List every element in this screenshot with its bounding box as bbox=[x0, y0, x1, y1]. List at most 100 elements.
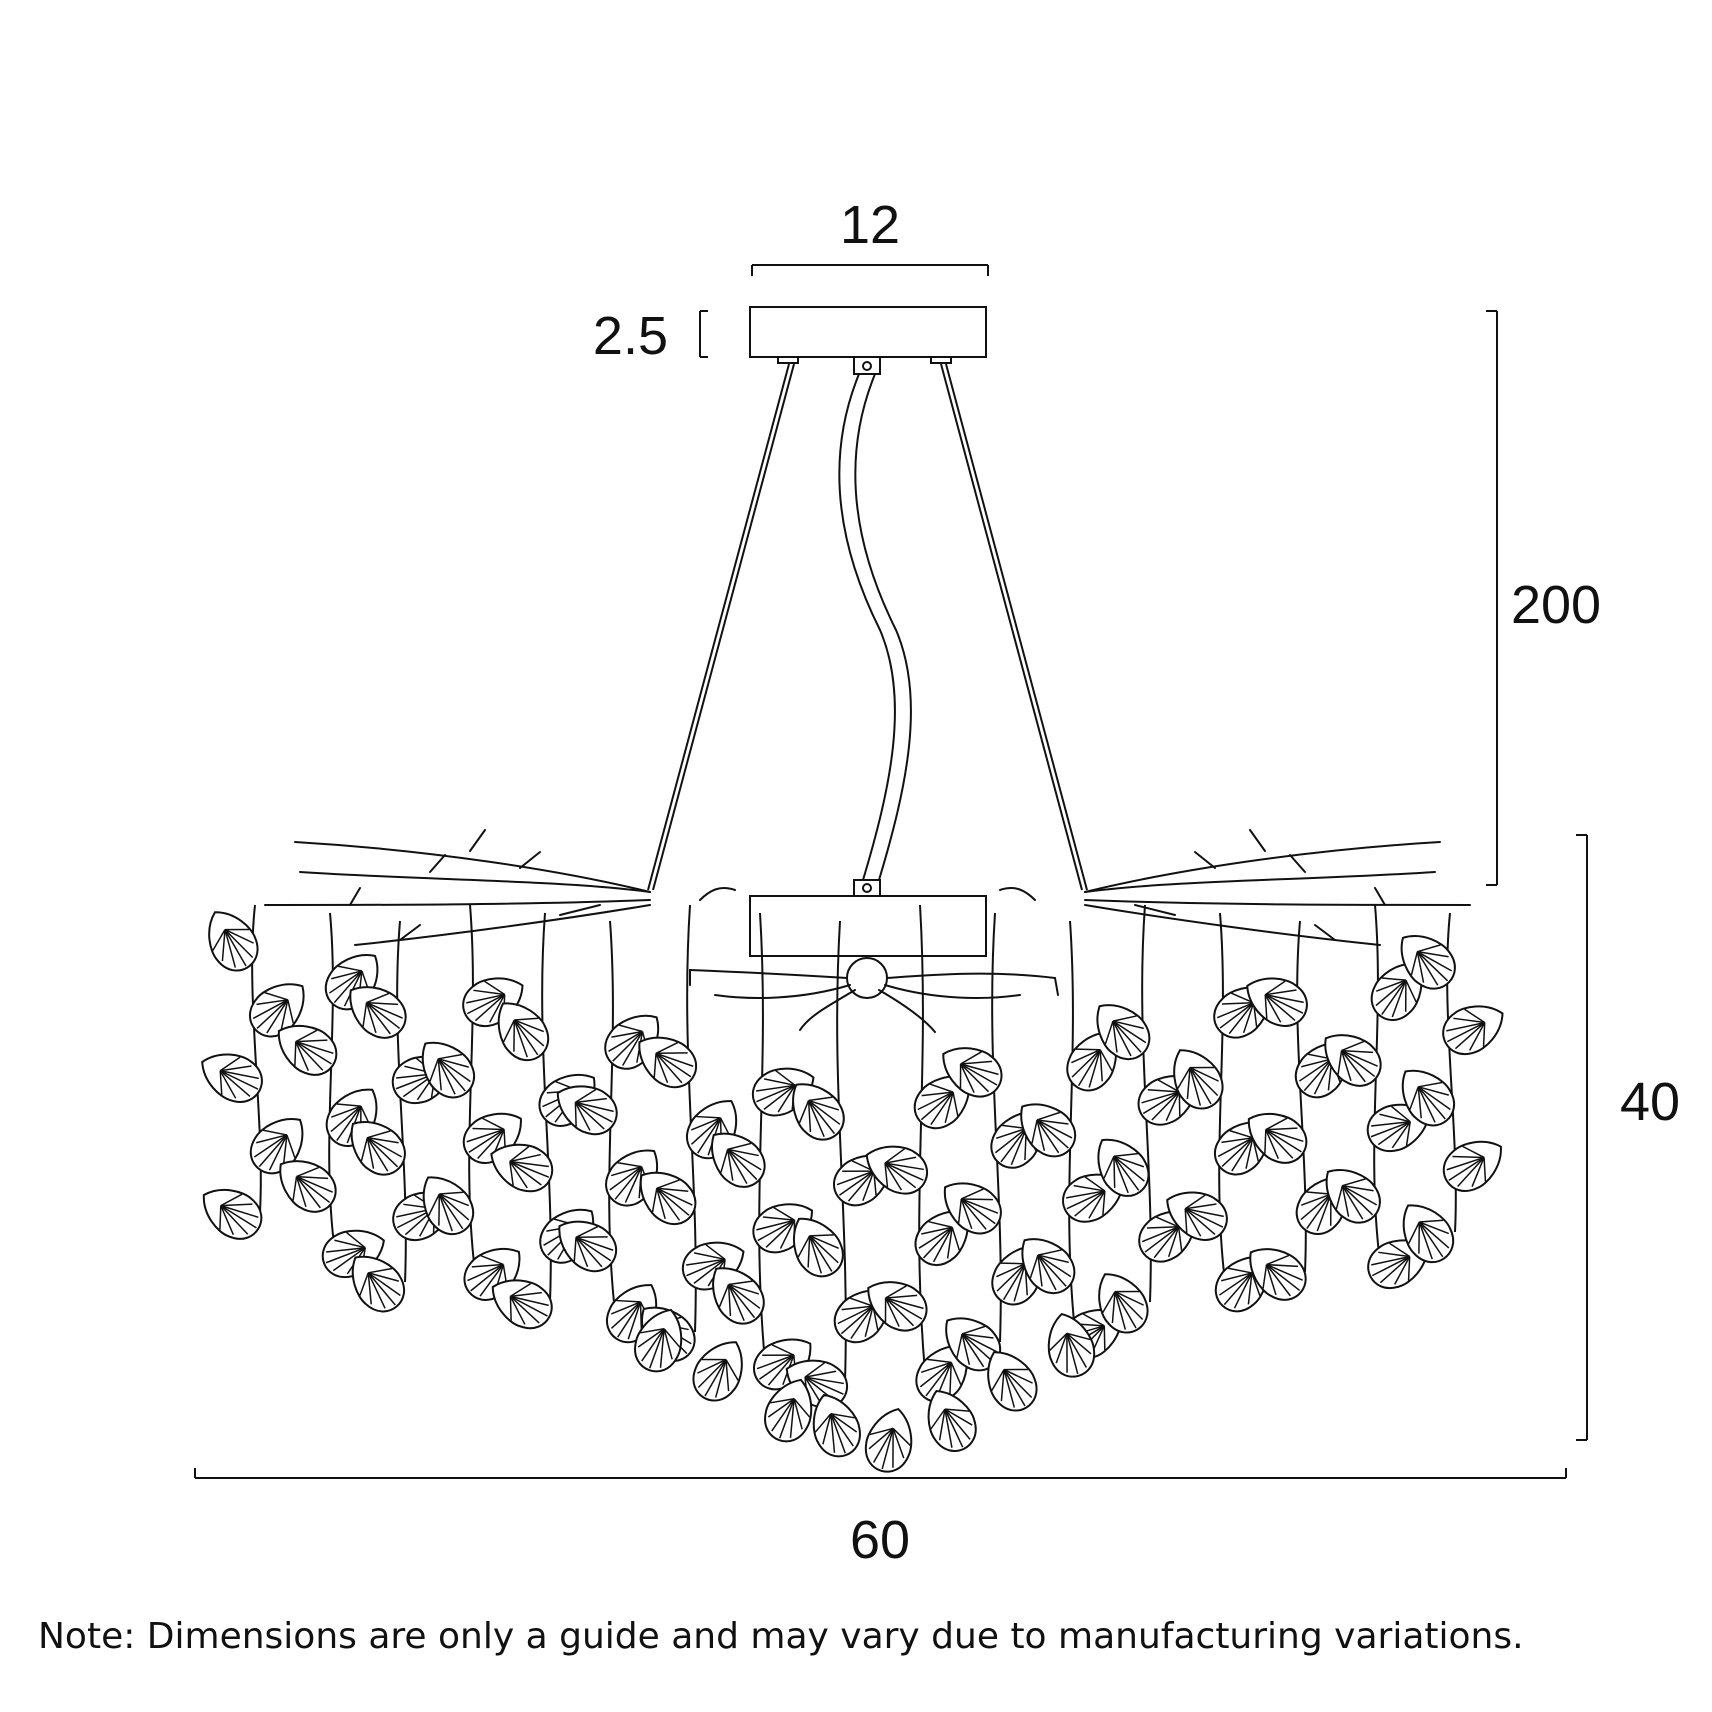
branch bbox=[1084, 904, 1381, 946]
branch bbox=[1194, 851, 1216, 869]
crystal-leaf bbox=[987, 1351, 1038, 1412]
crystal-leaf bbox=[865, 1145, 928, 1195]
crystal-leaf bbox=[1096, 1004, 1151, 1061]
branch bbox=[689, 969, 848, 979]
canopy-height-label: 2.5 bbox=[593, 306, 668, 366]
crystal-leaf bbox=[712, 1267, 765, 1325]
crystal-leaf bbox=[914, 1210, 969, 1267]
crystal-leaf bbox=[864, 1407, 913, 1473]
branch bbox=[1289, 854, 1306, 873]
crystal-leaf bbox=[1098, 1273, 1149, 1334]
branch bbox=[399, 924, 421, 941]
vine-strand bbox=[328, 912, 336, 1253]
crystal-leaf bbox=[1246, 977, 1308, 1027]
dimension-fixture-width bbox=[194, 1468, 1567, 1479]
branch bbox=[1084, 899, 1471, 906]
branch bbox=[714, 984, 851, 999]
branch bbox=[1054, 977, 1059, 996]
crystal-leaf bbox=[1097, 1138, 1150, 1197]
crystal-leaf bbox=[792, 1217, 844, 1278]
branch bbox=[1374, 887, 1386, 906]
branch bbox=[519, 851, 541, 869]
ceiling-canopy bbox=[749, 306, 987, 375]
crystal-leaf bbox=[1047, 1312, 1096, 1378]
crystal-leaf bbox=[351, 1255, 406, 1313]
crystal-leaf bbox=[867, 1281, 928, 1332]
crystal-leaf bbox=[1247, 1112, 1308, 1164]
fixture-width-label: 60 bbox=[850, 1510, 910, 1570]
crystal-leaf bbox=[638, 1036, 698, 1089]
crystal-leaf bbox=[349, 986, 407, 1039]
branch bbox=[429, 854, 446, 873]
crystal-leaf bbox=[1249, 1248, 1307, 1301]
crystal-leaf bbox=[1020, 1103, 1077, 1158]
branch bbox=[886, 972, 1056, 979]
crystal-leaf bbox=[812, 1393, 861, 1458]
crystal-leaf bbox=[927, 1389, 977, 1452]
crystal-leaf-cluster bbox=[201, 904, 1504, 1473]
dimension-fixture-height bbox=[1576, 834, 1588, 1441]
fixture-frame bbox=[749, 879, 987, 999]
branch bbox=[264, 899, 651, 906]
crystal-leaf bbox=[422, 1176, 475, 1236]
dimension-canopy-height bbox=[699, 310, 708, 358]
crystal-leaf bbox=[497, 1002, 550, 1062]
branch bbox=[559, 904, 601, 916]
crystal-leaf bbox=[421, 1041, 476, 1099]
crystal-leaf bbox=[1442, 1005, 1504, 1056]
crystal-leaf bbox=[1402, 1204, 1455, 1264]
crystal-leaf bbox=[208, 911, 259, 972]
crystal-leaf bbox=[692, 1341, 743, 1402]
power-cord bbox=[838, 373, 912, 881]
crystal-leaf bbox=[942, 1047, 1003, 1098]
crystal-leaf bbox=[764, 1378, 813, 1443]
crystal-leaf bbox=[634, 1308, 683, 1373]
branch bbox=[999, 887, 1036, 901]
branch bbox=[878, 989, 936, 1033]
branch bbox=[1084, 871, 1436, 893]
branch bbox=[884, 984, 1021, 999]
branch bbox=[699, 887, 736, 901]
crystal-leaf bbox=[1370, 962, 1423, 1021]
crystal-leaf bbox=[711, 1132, 766, 1188]
crystal-leaf bbox=[639, 1171, 697, 1226]
crystal-leaf bbox=[249, 1118, 304, 1175]
crystal-leaf bbox=[1325, 1169, 1381, 1224]
disclaimer-note: Note: Dimensions are only a guide and ma… bbox=[38, 1616, 1524, 1657]
crystal-leaf bbox=[1021, 1238, 1076, 1295]
decorative-branches bbox=[264, 829, 1471, 1033]
branch bbox=[349, 887, 361, 906]
crystal-leaf bbox=[1400, 935, 1456, 990]
fixture-height-label: 40 bbox=[1620, 1072, 1680, 1132]
crystal-leaf bbox=[277, 1024, 338, 1076]
crystal-leaf bbox=[556, 1085, 618, 1136]
branch bbox=[1314, 924, 1336, 941]
crystal-leaf bbox=[350, 1121, 406, 1176]
crystal-leaf bbox=[943, 1182, 1002, 1235]
branch bbox=[799, 989, 856, 1031]
branch bbox=[299, 871, 651, 893]
crystal-leaf bbox=[1166, 1191, 1228, 1241]
branch bbox=[1249, 829, 1266, 852]
crystal-leaf bbox=[202, 1188, 263, 1240]
branch bbox=[294, 841, 651, 893]
crystal-leaf bbox=[1401, 1069, 1456, 1127]
branch bbox=[354, 904, 651, 946]
crystal-leaf bbox=[248, 983, 305, 1038]
crystal-leaf bbox=[1173, 1049, 1224, 1110]
crystal-leaf bbox=[1066, 1031, 1117, 1092]
canopy-width-label: 12 bbox=[840, 195, 900, 255]
crystal-leaf bbox=[1324, 1034, 1382, 1087]
dimension-canopy-width bbox=[751, 264, 989, 276]
suspension-wires bbox=[647, 363, 1088, 891]
crystal-leaf bbox=[279, 1160, 337, 1213]
crystal-leaf bbox=[792, 1083, 845, 1141]
crystal-leaf bbox=[201, 1053, 263, 1103]
branch bbox=[1084, 841, 1441, 893]
branch bbox=[1134, 904, 1176, 916]
crystal-leaf bbox=[491, 1279, 553, 1330]
crystal-leaf bbox=[490, 1143, 554, 1193]
crystal-leaf bbox=[913, 1075, 970, 1130]
crystal-leaf bbox=[915, 1345, 968, 1403]
